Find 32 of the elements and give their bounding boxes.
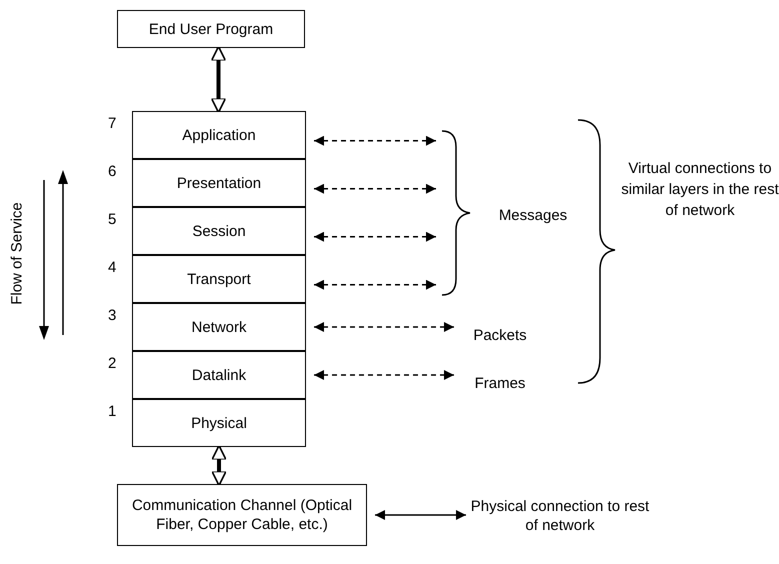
arrow — [375, 510, 466, 520]
curly-brace — [440, 130, 472, 296]
layer-box: Presentation — [132, 159, 306, 207]
dashed-arrow — [314, 184, 436, 194]
layer-number: 5 — [108, 211, 116, 228]
layer-number: 2 — [108, 355, 116, 372]
dashed-arrow — [314, 232, 436, 242]
block-arrow — [211, 444, 227, 486]
channel-box: Communication Channel (Optical Fiber, Copper Cable, etc.) — [117, 484, 367, 546]
layer-box: Network — [132, 303, 306, 351]
layer-number: 3 — [108, 307, 116, 324]
program-box: End User Program — [117, 10, 305, 48]
layer-box: Physical — [132, 399, 306, 447]
dashed-arrow — [314, 322, 454, 332]
layer-box: Datalink — [132, 351, 306, 399]
brace-label: Virtual connections to similar layers in the rest of network — [620, 159, 779, 221]
layer-number: 7 — [108, 115, 116, 132]
dashed-arrow — [314, 136, 436, 146]
layer-number: 4 — [108, 259, 116, 276]
layer-number: 1 — [108, 403, 116, 420]
dashed-arrow — [314, 370, 454, 380]
text-label: Physical connection to rest of network — [470, 492, 650, 540]
layer-box: Application — [132, 111, 306, 159]
brace-label: Messages — [498, 206, 568, 226]
layer-number: 6 — [108, 163, 116, 180]
text-label: Frames — [458, 370, 542, 396]
layer-box: Session — [132, 207, 306, 255]
direction-label: Flow of Service — [8, 201, 26, 307]
text-label: Packets — [458, 322, 542, 348]
dashed-arrow — [314, 280, 436, 290]
layer-box: Transport — [132, 255, 306, 303]
block-arrow — [210, 46, 226, 114]
